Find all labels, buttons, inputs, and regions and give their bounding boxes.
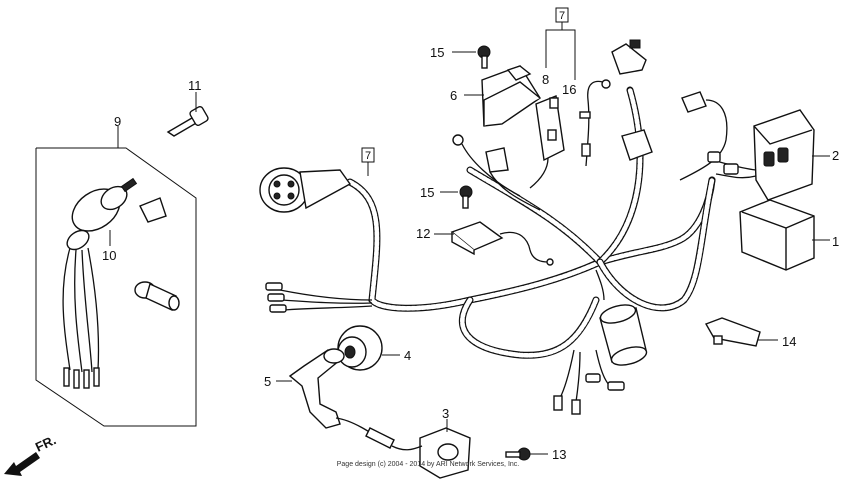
callout-11: 11	[188, 78, 202, 93]
callout-13: 13	[552, 447, 566, 462]
bolt-part-top	[477, 45, 491, 69]
ignition-switch-part	[62, 177, 167, 389]
callout-6: 6	[450, 88, 457, 103]
rubber-mount-part	[739, 199, 815, 271]
ignition-coil-part	[365, 427, 471, 479]
relay-connectors	[485, 39, 728, 211]
callout-12: 12	[416, 226, 430, 241]
callout-15-top: 15	[430, 45, 444, 60]
callout-10: 10	[102, 248, 116, 263]
key-part	[166, 105, 209, 137]
direction-label: FR.	[33, 432, 58, 454]
callout-7-top: 7	[559, 10, 565, 22]
callout-1: 1	[832, 234, 839, 249]
grommet-part	[337, 325, 383, 371]
bottom-terminals	[553, 349, 625, 415]
bolt-part-bottom	[505, 447, 531, 461]
fuse-holder-part	[529, 95, 565, 189]
plug-cap-part	[288, 348, 389, 445]
main-connector-part	[259, 167, 352, 213]
callout-8: 8	[542, 72, 549, 87]
callout-15-middle: 15	[420, 185, 434, 200]
callout-2: 2	[832, 148, 839, 163]
copyright-notice: Page design (c) 2004 - 2014 by ARI Netwo…	[337, 461, 520, 468]
callout-4: 4	[404, 348, 411, 363]
fuse-lead-part	[579, 79, 611, 167]
ground-wire-part	[452, 134, 521, 197]
wire-harness	[265, 86, 716, 359]
cdi-unit-part	[707, 109, 815, 201]
bracket-part	[704, 317, 761, 347]
regulator-part	[481, 65, 541, 127]
callout-3: 3	[442, 406, 449, 421]
ignition-switch-group	[35, 92, 209, 427]
cylinder-part	[595, 269, 648, 366]
callout-5: 5	[264, 374, 271, 389]
bolt-part-middle	[459, 185, 473, 209]
group-outline-9	[35, 147, 197, 427]
lock-cylinder-part	[134, 281, 180, 311]
front-direction-arrow: FR.	[4, 432, 58, 476]
callout-7-left: 7	[365, 150, 371, 162]
resistor-part	[450, 221, 554, 266]
callout-9: 9	[114, 114, 121, 129]
callout-16: 16	[562, 82, 576, 97]
callout-14: 14	[782, 334, 796, 349]
